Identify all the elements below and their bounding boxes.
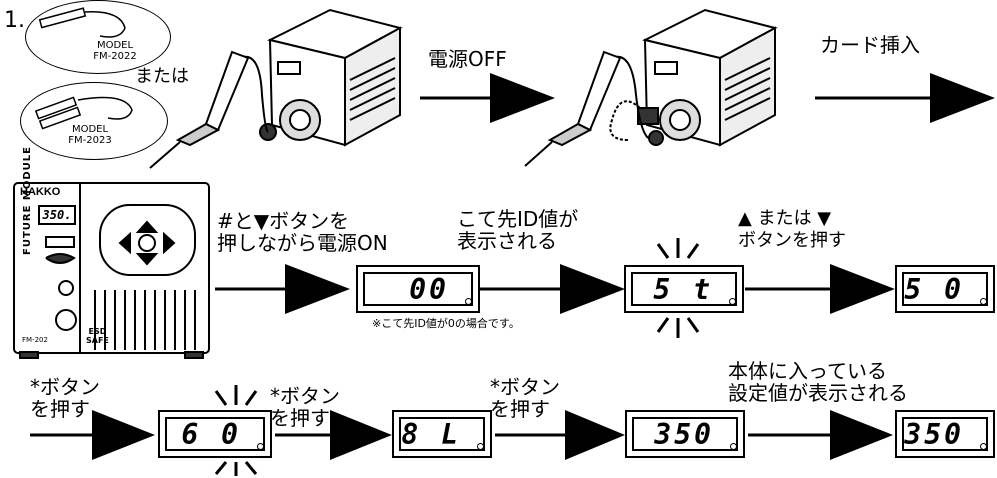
step3-note: ※こて先ID値が0の場合です。 — [372, 317, 520, 330]
display-frame: 00 — [363, 272, 473, 306]
display-dot — [465, 298, 472, 305]
esd-safe-logo: ESD SAFE — [86, 327, 109, 345]
display-d2: 5 t — [624, 265, 744, 313]
display-value: 350 — [904, 417, 964, 451]
arrow-row3-4 — [748, 410, 893, 460]
step3-line1: こて先ID値が — [457, 207, 579, 231]
display-dot — [477, 443, 484, 450]
unit-vertical-text: FUTURE MODULE — [22, 146, 33, 255]
display-frame: 350 — [632, 417, 738, 451]
model-oval-fm2022 — [25, 0, 171, 74]
press-star-1: *ボタン を押す — [30, 376, 100, 420]
display-dot — [257, 443, 264, 450]
display-d1: 00 — [356, 265, 480, 313]
step2-line2: 押しながら電源ON — [217, 231, 388, 255]
unit-lcd-value: 350. — [42, 208, 72, 222]
arrow-row2-1 — [215, 264, 350, 314]
display-value: 350 — [654, 417, 714, 451]
model-label-fm2022: MODEL FM-2022 — [85, 40, 145, 62]
display-frame: 5 t — [631, 272, 737, 306]
model-word: MODEL — [96, 40, 134, 51]
display-d3: 5 0 — [895, 265, 995, 313]
arrow-row3-3 — [495, 410, 625, 460]
display-dot — [730, 443, 737, 450]
display-value: 8 L — [401, 417, 461, 451]
step4-line2: ボタンを押す — [738, 230, 846, 251]
arrow-card-insert — [815, 73, 995, 123]
esd-text: ESD — [88, 327, 107, 336]
display-d4: 6 0 — [158, 410, 272, 458]
display-value: 5 t — [653, 272, 713, 306]
display-dot — [980, 298, 987, 305]
display-d5: 8 L — [392, 410, 492, 458]
station-2 — [609, 8, 778, 147]
flash-marks-d4 — [214, 385, 258, 476]
display-value: 5 0 — [904, 272, 964, 306]
display-dot — [980, 443, 987, 450]
press-star-3: *ボタン を押す — [490, 376, 560, 420]
display-frame: 350 — [902, 417, 988, 451]
model-number: FM-2022 — [93, 51, 137, 62]
display-frame: 6 0 — [165, 417, 265, 451]
power-off-label: 電源OFF — [428, 47, 507, 71]
step2-label: #と▼ボタンを 押しながら電源ON — [217, 210, 388, 254]
arrow-row2-2 — [480, 264, 625, 314]
press-star-line1: *ボタン — [30, 375, 100, 399]
unit-lcd: 350. — [38, 205, 76, 225]
arrow-power-off — [420, 73, 555, 123]
brand-text: HAKKO — [20, 186, 61, 198]
arrow-row2-3 — [745, 264, 895, 314]
final-line1: 本体に入っている — [728, 359, 887, 383]
display-d6: 350 — [625, 410, 745, 458]
brand-logo: HAKKO — [20, 186, 60, 198]
step3-line2: 表示される — [457, 229, 557, 253]
card-insert-label: カード挿入 — [820, 33, 920, 57]
display-frame: 8 L — [399, 417, 485, 451]
arrow-row3-1 — [30, 410, 155, 460]
press-star-line1: *ボタン — [490, 375, 560, 399]
press-star-line2: を押す — [270, 406, 330, 430]
station-front-panel — [13, 182, 210, 359]
step3-label: こて先ID値が 表示される — [457, 208, 578, 252]
station-1 — [259, 8, 403, 147]
display-value: 00 — [409, 272, 449, 306]
step2-line1: #と▼ボタンを — [217, 209, 350, 233]
soldering-iron-2 — [524, 50, 649, 167]
model-word: MODEL — [71, 124, 109, 135]
step-number: 1. — [4, 8, 25, 33]
model-oval-fm2023 — [20, 82, 168, 160]
display-value: 6 0 — [181, 417, 241, 451]
safe-text: SAFE — [86, 336, 109, 345]
unit-model-number: FM-202 — [22, 336, 48, 344]
model-label-fm2023: MODEL FM-2023 — [60, 124, 120, 146]
flash-marks-d2 — [656, 238, 700, 338]
press-star-line2: を押す — [490, 397, 550, 421]
step4-label: ▲ または ▼ ボタンを押す — [738, 208, 846, 252]
unit-vertical-label: FUTURE MODULE — [22, 146, 33, 255]
model-number: FM-2023 — [68, 135, 112, 146]
or-text: または — [135, 66, 189, 87]
press-star-line2: を押す — [30, 397, 90, 421]
display-dot — [729, 298, 736, 305]
soldering-iron-1 — [149, 50, 269, 169]
step4-line1: ▲ または ▼ — [738, 208, 832, 229]
press-star-line1: *ボタン — [270, 384, 340, 408]
display-frame: 5 0 — [902, 272, 988, 306]
display-d7: 350 — [895, 410, 995, 458]
final-line2: 設定値が表示される — [728, 381, 908, 405]
arrow-row3-2 — [275, 410, 392, 460]
press-star-2: *ボタン を押す — [270, 385, 340, 429]
final-label: 本体に入っている 設定値が表示される — [728, 360, 908, 404]
